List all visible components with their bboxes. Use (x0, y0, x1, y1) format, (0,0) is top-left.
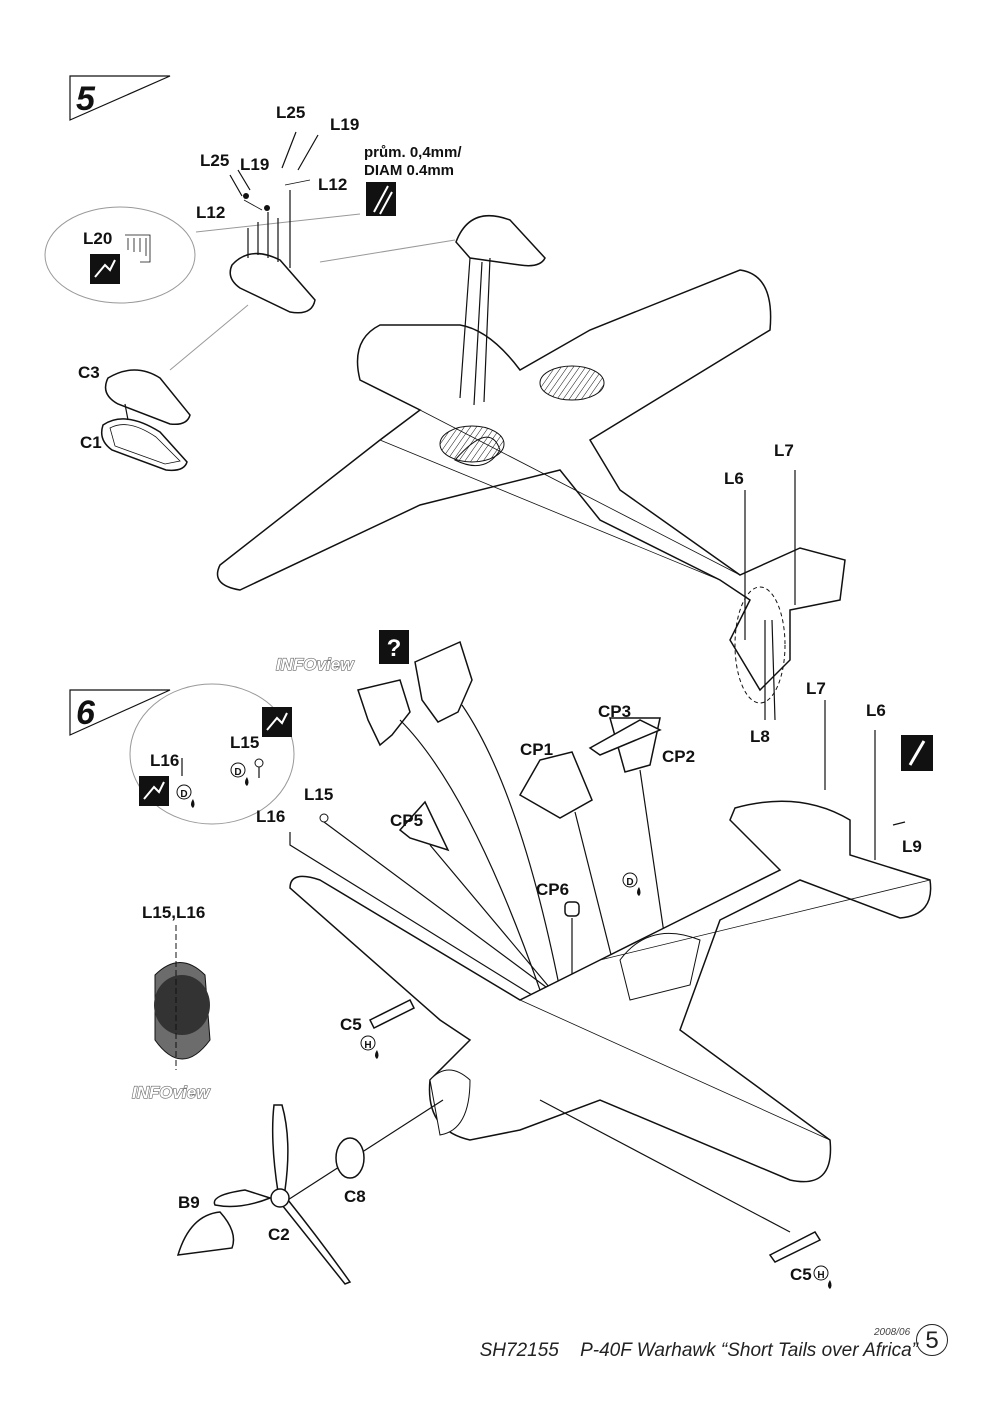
aircraft-lower-view (289, 700, 932, 1183)
label-l7-step5: L7 (774, 441, 794, 460)
instrument-panel-right (414, 640, 473, 723)
cut-icon (901, 735, 933, 771)
svg-text:H: H (817, 1270, 824, 1281)
label-l8: L8 (750, 727, 770, 746)
svg-text:?: ? (387, 635, 402, 662)
part-c8 (335, 1137, 365, 1179)
label-l25-left: L25 (200, 151, 229, 170)
part-b9-spinner (176, 1211, 235, 1256)
label-cp3: CP3 (598, 702, 631, 721)
label-l19-top: L19 (330, 115, 359, 134)
label-l12-right: L12 (318, 175, 347, 194)
part-cp5 (398, 800, 450, 852)
page-number: 5 (916, 1324, 948, 1356)
step-6-number: 6 (76, 694, 96, 732)
kit-code: SH72155 (479, 1340, 559, 1361)
part-c3 (104, 369, 191, 426)
photo-etch-icon (90, 254, 120, 284)
svg-text:D: D (180, 789, 187, 800)
kit-title: P-40F Warhawk “Short Tails over Africa” (580, 1340, 918, 1361)
question-icon: ? (379, 630, 409, 664)
label-cp1: CP1 (520, 740, 553, 759)
drill-note-cz: prům. 0,4mm/ (364, 144, 462, 161)
canopy-hood-installed (455, 215, 546, 267)
label-c8: C8 (344, 1187, 366, 1206)
drill-icon (366, 182, 396, 216)
label-l9: L9 (902, 837, 922, 856)
step-5-banner (69, 75, 171, 121)
svg-text:D: D (626, 877, 633, 888)
label-cp5: CP5 (390, 811, 423, 830)
part-cp6 (564, 901, 580, 917)
label-c1: C1 (80, 433, 102, 452)
drill-note-en: DIAM 0.4mm (364, 162, 454, 179)
step-5-number: 5 (76, 80, 96, 118)
part-c2-propeller (213, 1104, 352, 1285)
part-l25-small (229, 169, 251, 197)
footer: SH72155 P-40F Warhawk “Short Tails over … (480, 1340, 918, 1362)
label-l12-left: L12 (196, 203, 225, 222)
paint-drop-icon: D (230, 762, 249, 786)
detail-circle-l15-l16 (129, 683, 295, 825)
label-c2: C2 (268, 1225, 290, 1244)
label-l15: L15 (304, 785, 333, 804)
label-c3: C3 (78, 363, 100, 382)
label-l19-left: L19 (240, 155, 269, 174)
label-l6-step5: L6 (724, 469, 744, 488)
photo-etch-icon (139, 776, 169, 806)
svg-text:H: H (364, 1040, 371, 1051)
label-b9: B9 (178, 1193, 200, 1212)
label-l15-detail: L15 (230, 733, 259, 752)
paint-drop-icon: D (176, 784, 195, 808)
label-l16: L16 (256, 807, 285, 826)
step-6-banner (69, 689, 171, 736)
label-c5-left: C5 (340, 1015, 362, 1034)
label-l7-step6: L7 (806, 679, 826, 698)
aircraft-upper-view (216, 215, 846, 721)
label-c5-right: C5 (790, 1265, 812, 1284)
infoview-label-top: INFOview (276, 655, 355, 674)
instrument-panel-left (357, 679, 411, 747)
part-c5-right (768, 1231, 822, 1263)
detail-circle-l20 (44, 206, 196, 304)
label-cp2: CP2 (662, 747, 695, 766)
paint-drop-icon: D (622, 872, 641, 896)
part-c5-left (368, 998, 416, 1030)
paint-drop-icon: H (360, 1035, 379, 1059)
photo-etch-icon (262, 707, 292, 737)
canopy-hood (229, 252, 316, 314)
part-cp3 (588, 719, 662, 756)
label-l15-l16-info: L15,L16 (142, 903, 205, 922)
paint-drop-icon: H (813, 1265, 832, 1289)
label-l16-detail: L16 (150, 751, 179, 770)
svg-text:D: D (234, 767, 241, 778)
label-l20: L20 (83, 229, 112, 248)
step-5: 5 L20 L25 L19 L25 L19 L12 L12 prům. 0,4m… (44, 75, 846, 746)
label-l6-step6: L6 (866, 701, 886, 720)
print-date: 2008/06 (874, 1327, 911, 1338)
part-l20 (125, 234, 151, 263)
infoview-label-bottom: INFOview (132, 1083, 211, 1102)
label-l25-top: L25 (276, 103, 305, 122)
part-cp1 (518, 751, 593, 819)
part-l19-l25 (281, 131, 319, 171)
step-6: 6 INFOview ? L16 L15 D (69, 630, 933, 1289)
label-cp6: CP6 (536, 880, 569, 899)
